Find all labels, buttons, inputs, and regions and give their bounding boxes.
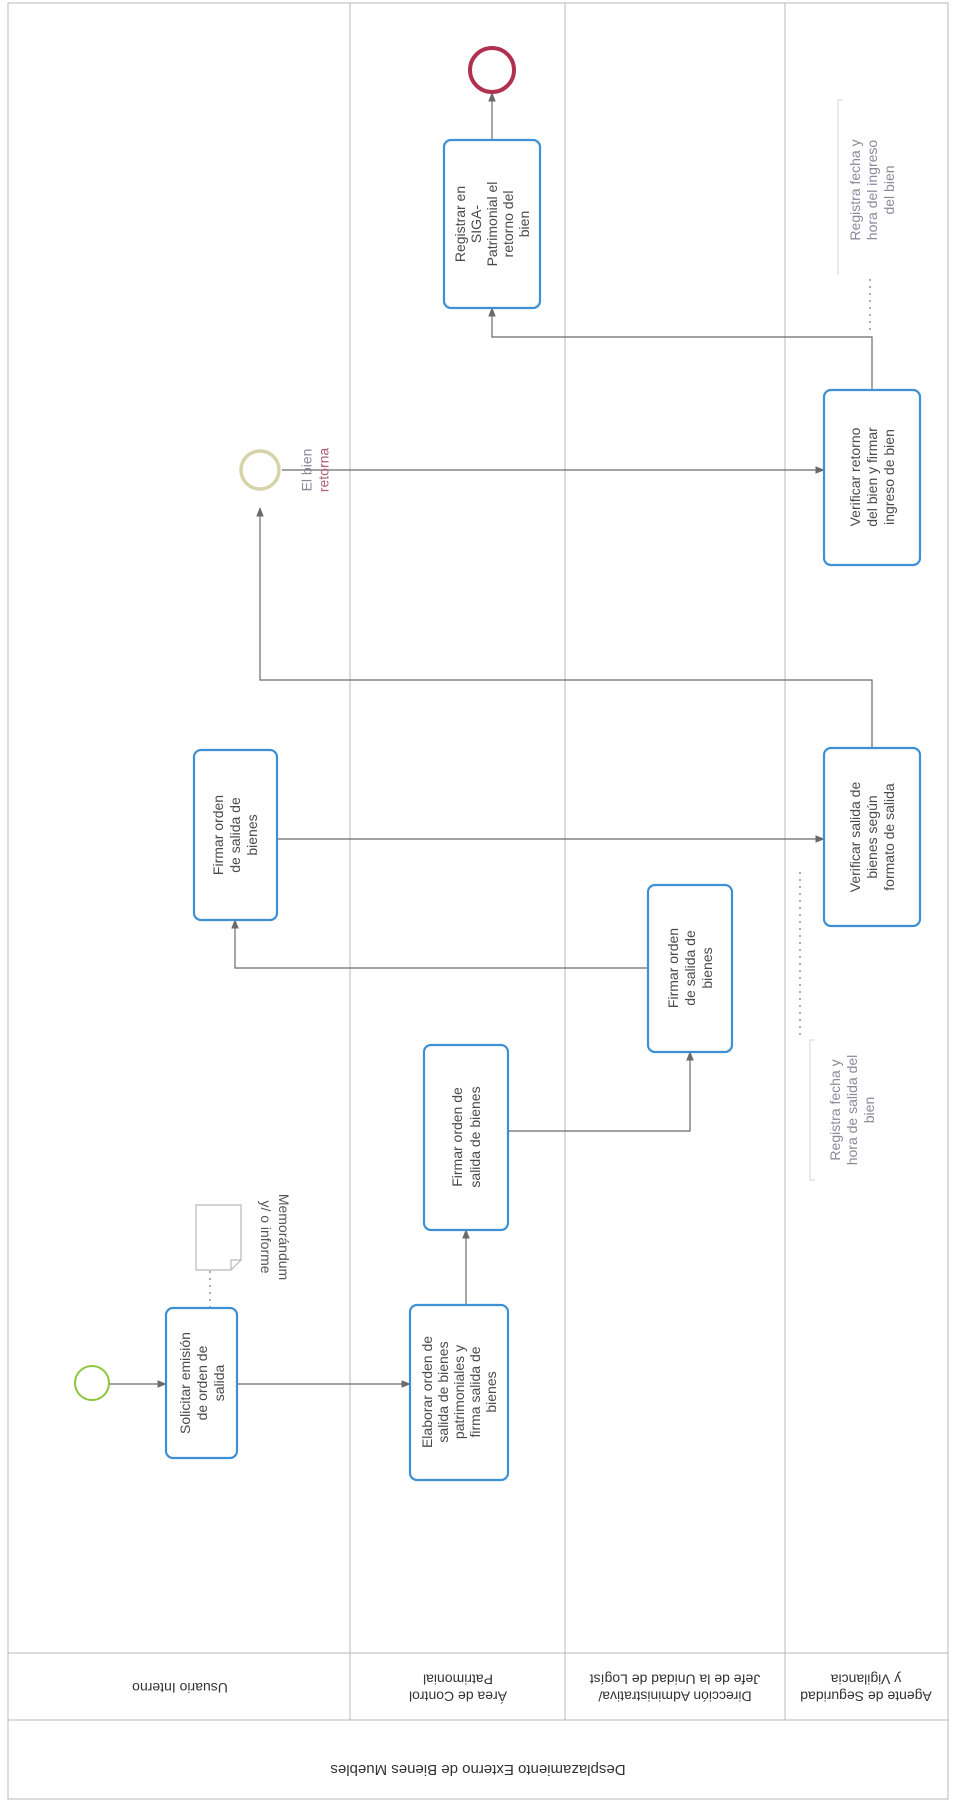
text-line: Firmar orden <box>665 928 681 1008</box>
annotation-label-salida: Registra fecha yhora de salida delbien <box>827 1055 877 1166</box>
text-line: Registra fecha y <box>847 139 863 240</box>
text-line: bienes <box>483 1371 499 1412</box>
text-line: Solicitar emisión <box>177 1332 193 1434</box>
pool-title: Desplazamiento Externo de Bienes Muebles <box>330 1761 625 1778</box>
task-label-firmar-direccion: Firmar ordende salida debienes <box>665 928 715 1008</box>
text-line: Patrimonial <box>423 1672 493 1688</box>
text-line: bienes <box>699 947 715 988</box>
text-line: formato de salida <box>881 783 897 891</box>
event-label-bien-retorna: El bienretorna <box>299 448 332 493</box>
text-line: Agente de Seguridad <box>800 1689 932 1705</box>
text-line: Registra fecha y <box>827 1059 843 1160</box>
annotation-registra-ingreso: Registra fecha yhora del ingresodel bien <box>837 99 897 275</box>
text-line: Firmar orden <box>210 795 226 875</box>
task-verificar-retorno: Verificar retornodel bien y firmaringres… <box>822 388 922 567</box>
text-line: salida de bienes <box>435 1341 451 1442</box>
task-verificar-salida: Verificar salida debienes segúnformato d… <box>822 746 922 928</box>
task-firmar-direccion: Firmar ordende salida debienes <box>646 883 734 1054</box>
text-line: hora de salida del <box>844 1055 860 1166</box>
task-solicitar-emision: Solicitar emisiónde orden desalida <box>164 1306 239 1460</box>
text-line: hora del ingreso <box>864 140 880 241</box>
annotation-registra-salida: Registra fecha yhora de salida delbien <box>809 1039 877 1181</box>
task-label-registrar: Registrar enSIGA-Patrimonial elretorno d… <box>452 182 532 267</box>
text-line: de salida de <box>227 797 243 873</box>
text-line: de salida de <box>682 930 698 1006</box>
end-event <box>468 46 516 94</box>
text-line: Área de Control <box>409 1689 507 1705</box>
flow-firmar-direccion-to-firmar-usuario <box>231 919 648 969</box>
text-line: retorna <box>316 448 332 493</box>
text-line: bienes <box>244 814 260 855</box>
text-line: del bien y firmar <box>864 427 880 527</box>
text-line: de orden de <box>194 1345 210 1420</box>
text-line: Elaborar orden de <box>419 1336 435 1448</box>
data-object-memorandum <box>195 1204 242 1271</box>
text-line: bien <box>861 1097 877 1123</box>
annotation-label-ingreso: Registra fecha yhora del ingresodel bien <box>847 139 897 240</box>
flow-verificar-salida-to-evento <box>256 507 873 748</box>
start-event <box>74 1365 110 1401</box>
task-label-verificar-retorno: Verificar retornodel bien y firmaringres… <box>847 427 897 527</box>
task-registrar-siga: Registrar enSIGA-Patrimonial elretorno d… <box>442 138 542 310</box>
lane-label-seguridad: Agente de Seguridady Vigilancia <box>800 1672 932 1705</box>
task-elaborar-orden: Elaborar orden desalida de bienespatrimo… <box>408 1303 510 1482</box>
lane-label-direccion: Dirección Administrativa/Jefe de la Unid… <box>590 1672 761 1705</box>
pool-border <box>7 2 949 1800</box>
lane-label-usuario: Usuario Interno <box>132 1680 228 1696</box>
text-line: Memorándum <box>276 1194 292 1280</box>
text-line: SIGA- <box>468 205 484 243</box>
text-line: salida <box>211 1365 227 1402</box>
text-line: patrimoniales y <box>451 1345 467 1439</box>
text-line: Jefe de la Unidad de Logíst <box>590 1672 761 1688</box>
text-line: Patrimonial el <box>484 182 500 267</box>
text-line: salida de bienes <box>467 1086 483 1187</box>
text-line: El bien <box>299 449 315 492</box>
task-label-verificar-salida: Verificar salida debienes segúnformato d… <box>847 782 897 893</box>
task-label-solicitar: Solicitar emisiónde orden desalida <box>177 1332 227 1434</box>
text-line: y Vigilancia <box>831 1672 902 1688</box>
task-label-firmar-usuario: Firmar ordende salida debienes <box>210 795 260 875</box>
flow-firmar-control-to-firmar-direccion <box>508 1051 694 1132</box>
text-line: Verificar retorno <box>847 427 863 526</box>
text-line: del bien <box>881 165 897 214</box>
task-firmar-usuario: Firmar ordende salida debienes <box>192 748 279 922</box>
text-line: Registrar en <box>452 186 468 262</box>
text-line: bien <box>516 211 532 237</box>
lane-label-control: Área de ControlPatrimonial <box>409 1672 507 1705</box>
text-line: Firmar orden de <box>449 1087 465 1187</box>
text-line: Usuario Interno <box>132 1680 228 1696</box>
text-line: firma salida de <box>467 1346 483 1437</box>
text-line: Dirección Administrativa/ <box>598 1689 751 1705</box>
text-line: retorno del <box>500 191 516 258</box>
data-object-label: Memorándumy/ o informe <box>258 1194 292 1280</box>
intermediate-event-bien-retorna <box>239 449 281 491</box>
text-line: y/ o informe <box>258 1200 274 1273</box>
task-label-elaborar: Elaborar orden desalida de bienespatrimo… <box>419 1336 499 1448</box>
text-line: Verificar salida de <box>847 782 863 893</box>
text-line: bienes según <box>864 795 880 878</box>
flow-verificar-retorno-to-registrar <box>488 307 873 390</box>
text-line: ingreso de bien <box>881 429 897 525</box>
